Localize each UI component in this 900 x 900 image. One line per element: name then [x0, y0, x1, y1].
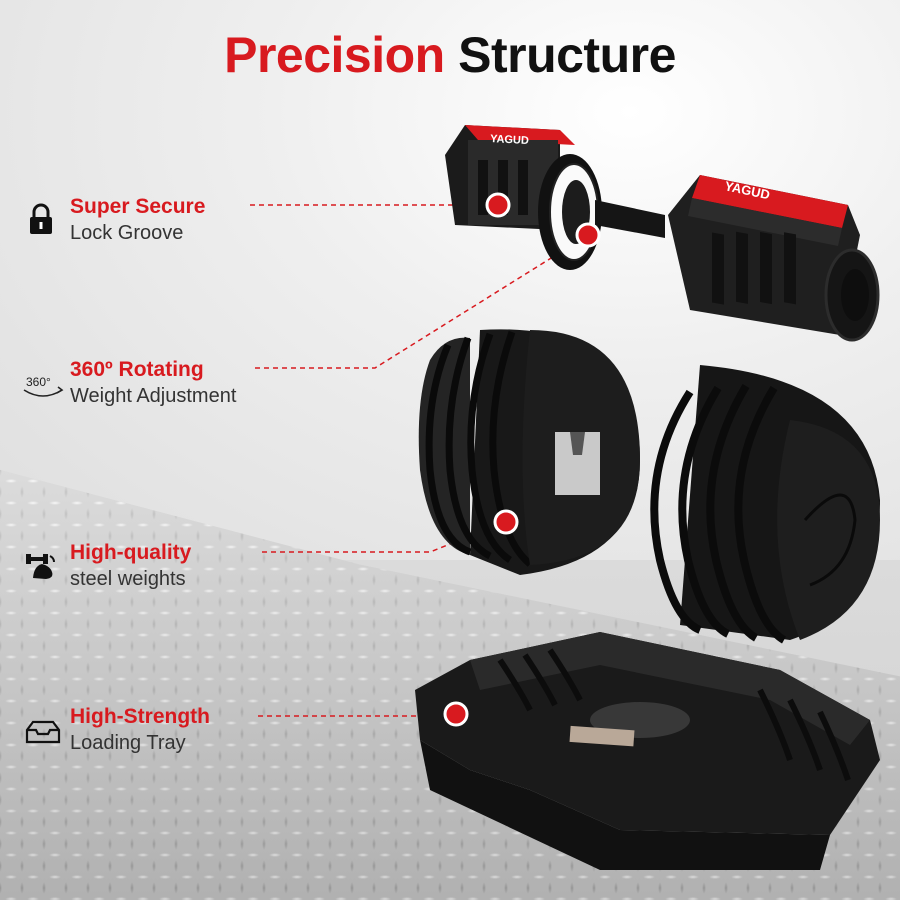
tray-icon [25, 720, 61, 744]
leader-line-rotating [255, 234, 589, 369]
feature-rotating: 360º Rotating Weight Adjustment [70, 357, 236, 409]
marker-tray [443, 701, 469, 727]
dumbbell-handle [445, 125, 880, 342]
lock-icon [30, 203, 52, 234]
feature-steel-weights: High-quality steel weights [70, 540, 191, 592]
rotate-360-icon-label: 360° [26, 375, 51, 389]
title-accent: Precision [224, 27, 445, 83]
marker-rotating [575, 222, 601, 248]
rotate-360-icon: 360° [23, 375, 64, 397]
feature-lock-title: Super Secure [70, 195, 206, 218]
feature-tray-title: High-Strength [70, 705, 210, 728]
brand-label-left: YAGUD [490, 133, 529, 147]
marker-lock [485, 192, 511, 218]
marker-weights [493, 509, 519, 535]
weight-plates-right [650, 365, 880, 644]
page-title: Precision Structure [0, 26, 900, 84]
dumbbell-arm-icon [26, 554, 55, 579]
feature-markers [443, 192, 601, 727]
feature-rotating-title: 360º Rotating [70, 358, 204, 381]
feature-weights-subtitle: steel weights [70, 568, 186, 590]
title-main: Structure [458, 27, 676, 83]
weight-plates-left [418, 329, 640, 575]
feature-tray-subtitle: Loading Tray [70, 732, 186, 754]
loading-tray [415, 632, 880, 870]
leader-line-weights [262, 521, 506, 553]
feature-loading-tray: High-Strength Loading Tray [70, 704, 210, 756]
feature-weights-title: High-quality [70, 541, 192, 564]
feature-rotating-subtitle: Weight Adjustment [70, 385, 237, 407]
feature-lock-groove: Super Secure Lock Groove [70, 194, 205, 246]
feature-lock-subtitle: Lock Groove [70, 222, 184, 244]
